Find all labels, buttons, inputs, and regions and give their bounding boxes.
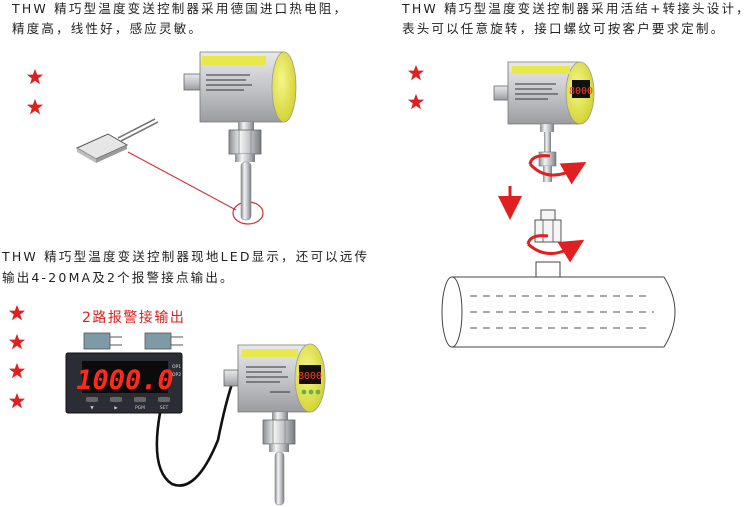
- lcd-digits-bottom: 8000: [298, 371, 322, 382]
- temperature-device-topleft: [183, 51, 297, 221]
- star-icon: [8, 362, 26, 379]
- topright-line1: THW 精巧型温度变送控制器采用活结+转接头设计，: [402, 1, 750, 16]
- alarm-title: 2路报警接输出: [82, 310, 186, 326]
- relay-icon-1: [83, 332, 122, 350]
- topleft-line1: THW 精巧型温度变送控制器采用德国进口热电阻，: [12, 1, 349, 16]
- temperature-device-topright: 8000: [493, 61, 595, 182]
- star-icon: [26, 98, 44, 115]
- rtd-sensor-element: [75, 118, 159, 163]
- star-icon: [8, 392, 26, 409]
- meter-button-pgm: PGM: [135, 405, 145, 411]
- star-icon: [8, 304, 26, 321]
- middle-line2: 输出4-20MA及2个报警接点输出。: [2, 270, 235, 285]
- panel-meter: 1000.0 OP1 OP2 ▼ ▶ PGM SET: [65, 352, 183, 414]
- star-icon: [407, 64, 425, 81]
- star-icon: [407, 93, 425, 110]
- callout-line: [127, 151, 237, 211]
- topright-line2: 表头可以任意旋转，接口螺纹可按客户要求定制。: [402, 21, 726, 36]
- star-icon: [26, 68, 44, 85]
- meter-display-value: 1000.0: [76, 365, 174, 396]
- middle-line1: THW 精巧型温度变送控制器现地LED显示，还可以远传: [2, 249, 370, 264]
- indicator-op1: OP1: [172, 364, 181, 370]
- star-icon: [8, 333, 26, 350]
- rotate-arrow-lower: [526, 234, 585, 263]
- rotate-arrow-upper: [528, 154, 587, 185]
- signal-cable: [155, 377, 236, 487]
- relay-icon-2: [144, 332, 183, 350]
- meter-button-right: ▶: [114, 406, 118, 411]
- topleft-line2: 精度高，线性好，感应灵敏。: [12, 21, 204, 36]
- lcd-digits-topright: 8000: [569, 86, 593, 97]
- pipe-section: [441, 261, 676, 348]
- meter-button-down: ▼: [90, 406, 94, 411]
- meter-button-set: SET: [160, 405, 169, 411]
- indicator-op2: OP2: [172, 372, 181, 378]
- temperature-device-bottom: 8000: [223, 343, 326, 506]
